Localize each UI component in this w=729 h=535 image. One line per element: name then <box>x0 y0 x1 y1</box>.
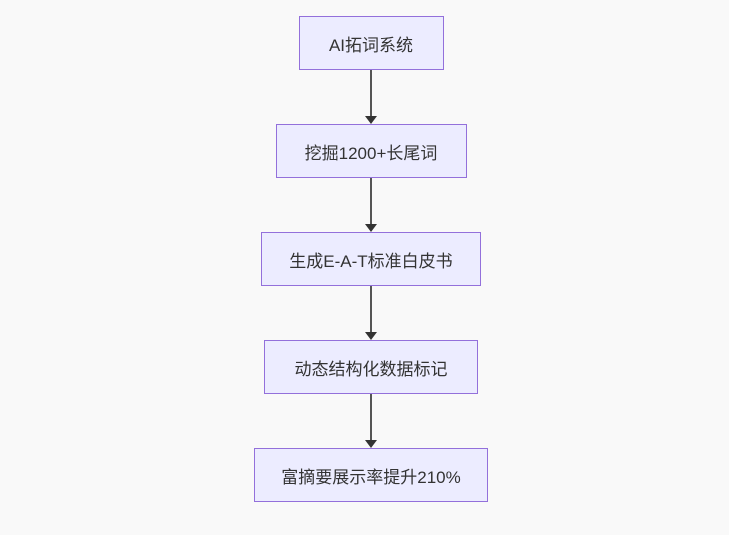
arrow-line <box>370 178 372 224</box>
flow-node-label: 富摘要展示率提升210% <box>281 467 461 487</box>
arrow-line <box>370 70 372 116</box>
flow-node-eat-whitepaper: 生成E-A-T标准白皮书 <box>261 232 481 286</box>
flow-node-structured-data-markup: 动态结构化数据标记 <box>264 340 478 394</box>
flow-arrow-1 <box>365 70 377 124</box>
flow-node-label: AI拓词系统 <box>328 35 414 55</box>
flow-node-ai-word-expansion-system: AI拓词系统 <box>298 16 444 70</box>
flow-arrow-3 <box>365 286 377 340</box>
flow-arrow-2 <box>365 178 377 232</box>
arrow-down-icon <box>365 332 377 340</box>
arrow-line <box>370 286 372 332</box>
flow-node-label: 挖掘1200+长尾词 <box>304 143 438 163</box>
flow-node-rich-snippet-rate: 富摘要展示率提升210% <box>254 448 488 502</box>
arrow-down-icon <box>365 224 377 232</box>
flowchart: AI拓词系统 挖掘1200+长尾词 生成E-A-T标准白皮书 动态结构化数据标记 <box>254 16 488 502</box>
flow-node-label: 生成E-A-T标准白皮书 <box>289 251 453 271</box>
arrow-line <box>370 394 372 440</box>
arrow-down-icon <box>365 116 377 124</box>
flow-node-longtail-keywords: 挖掘1200+长尾词 <box>275 124 467 178</box>
arrow-down-icon <box>365 440 377 448</box>
flow-node-label: 动态结构化数据标记 <box>294 359 448 379</box>
flow-arrow-4 <box>365 394 377 448</box>
